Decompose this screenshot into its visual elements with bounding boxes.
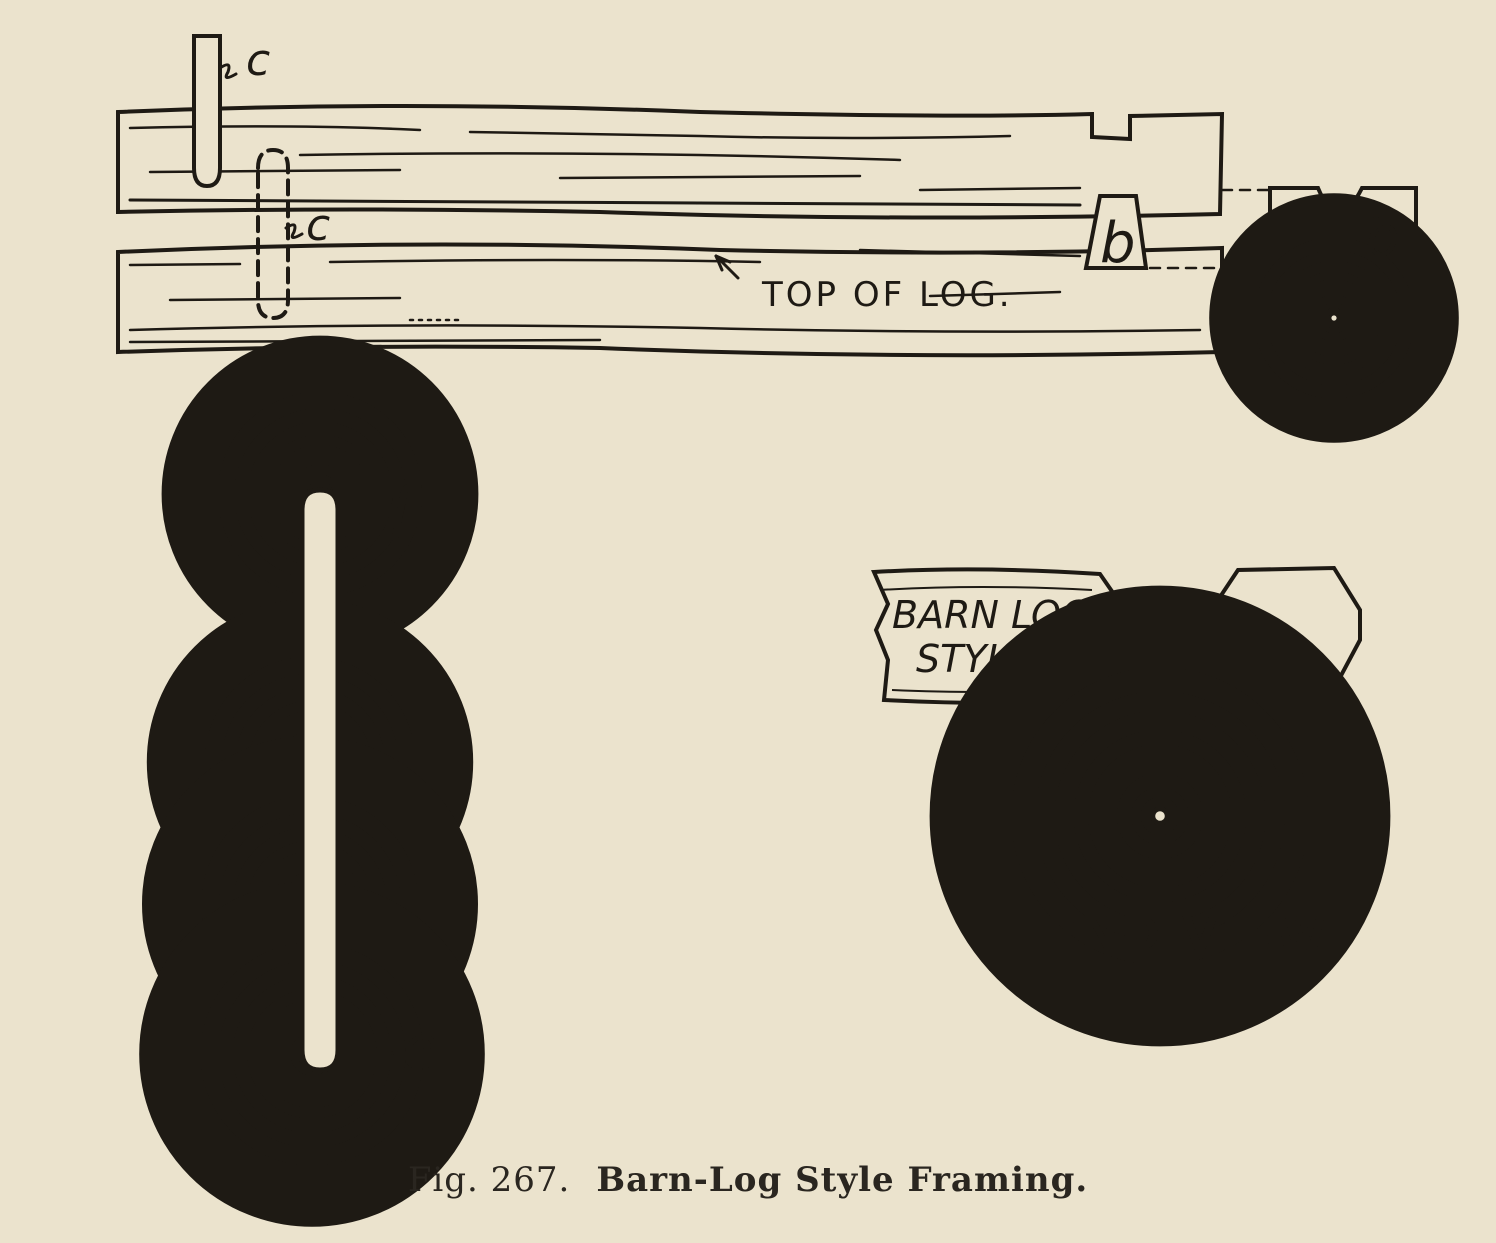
caption-title: Barn-Log Style Framing. (596, 1160, 1089, 1200)
label-pin-top: c (246, 35, 270, 86)
label-top-of-log: TOP OF LOG. (761, 275, 1013, 315)
label-end-view: END VIEW (1046, 907, 1329, 961)
pin-top (192, 34, 222, 189)
label-lower-log-end: e (402, 1013, 439, 1083)
side-view-logs (116, 34, 1418, 358)
label-block-side: b (1100, 211, 1136, 276)
side-end-log-icon (1287, 271, 1381, 365)
label-block-end: b (1364, 205, 1400, 270)
figure-caption: Fig. 267. Barn-Log Style Framing. (0, 1160, 1496, 1200)
end-view-log-icon (1074, 730, 1247, 903)
pin-lower (256, 147, 290, 321)
block-side (1083, 194, 1149, 270)
vertical-rod (299, 487, 341, 1073)
label-pin-lower: c (306, 200, 330, 251)
caption-number: Fig. 267. (407, 1160, 571, 1200)
